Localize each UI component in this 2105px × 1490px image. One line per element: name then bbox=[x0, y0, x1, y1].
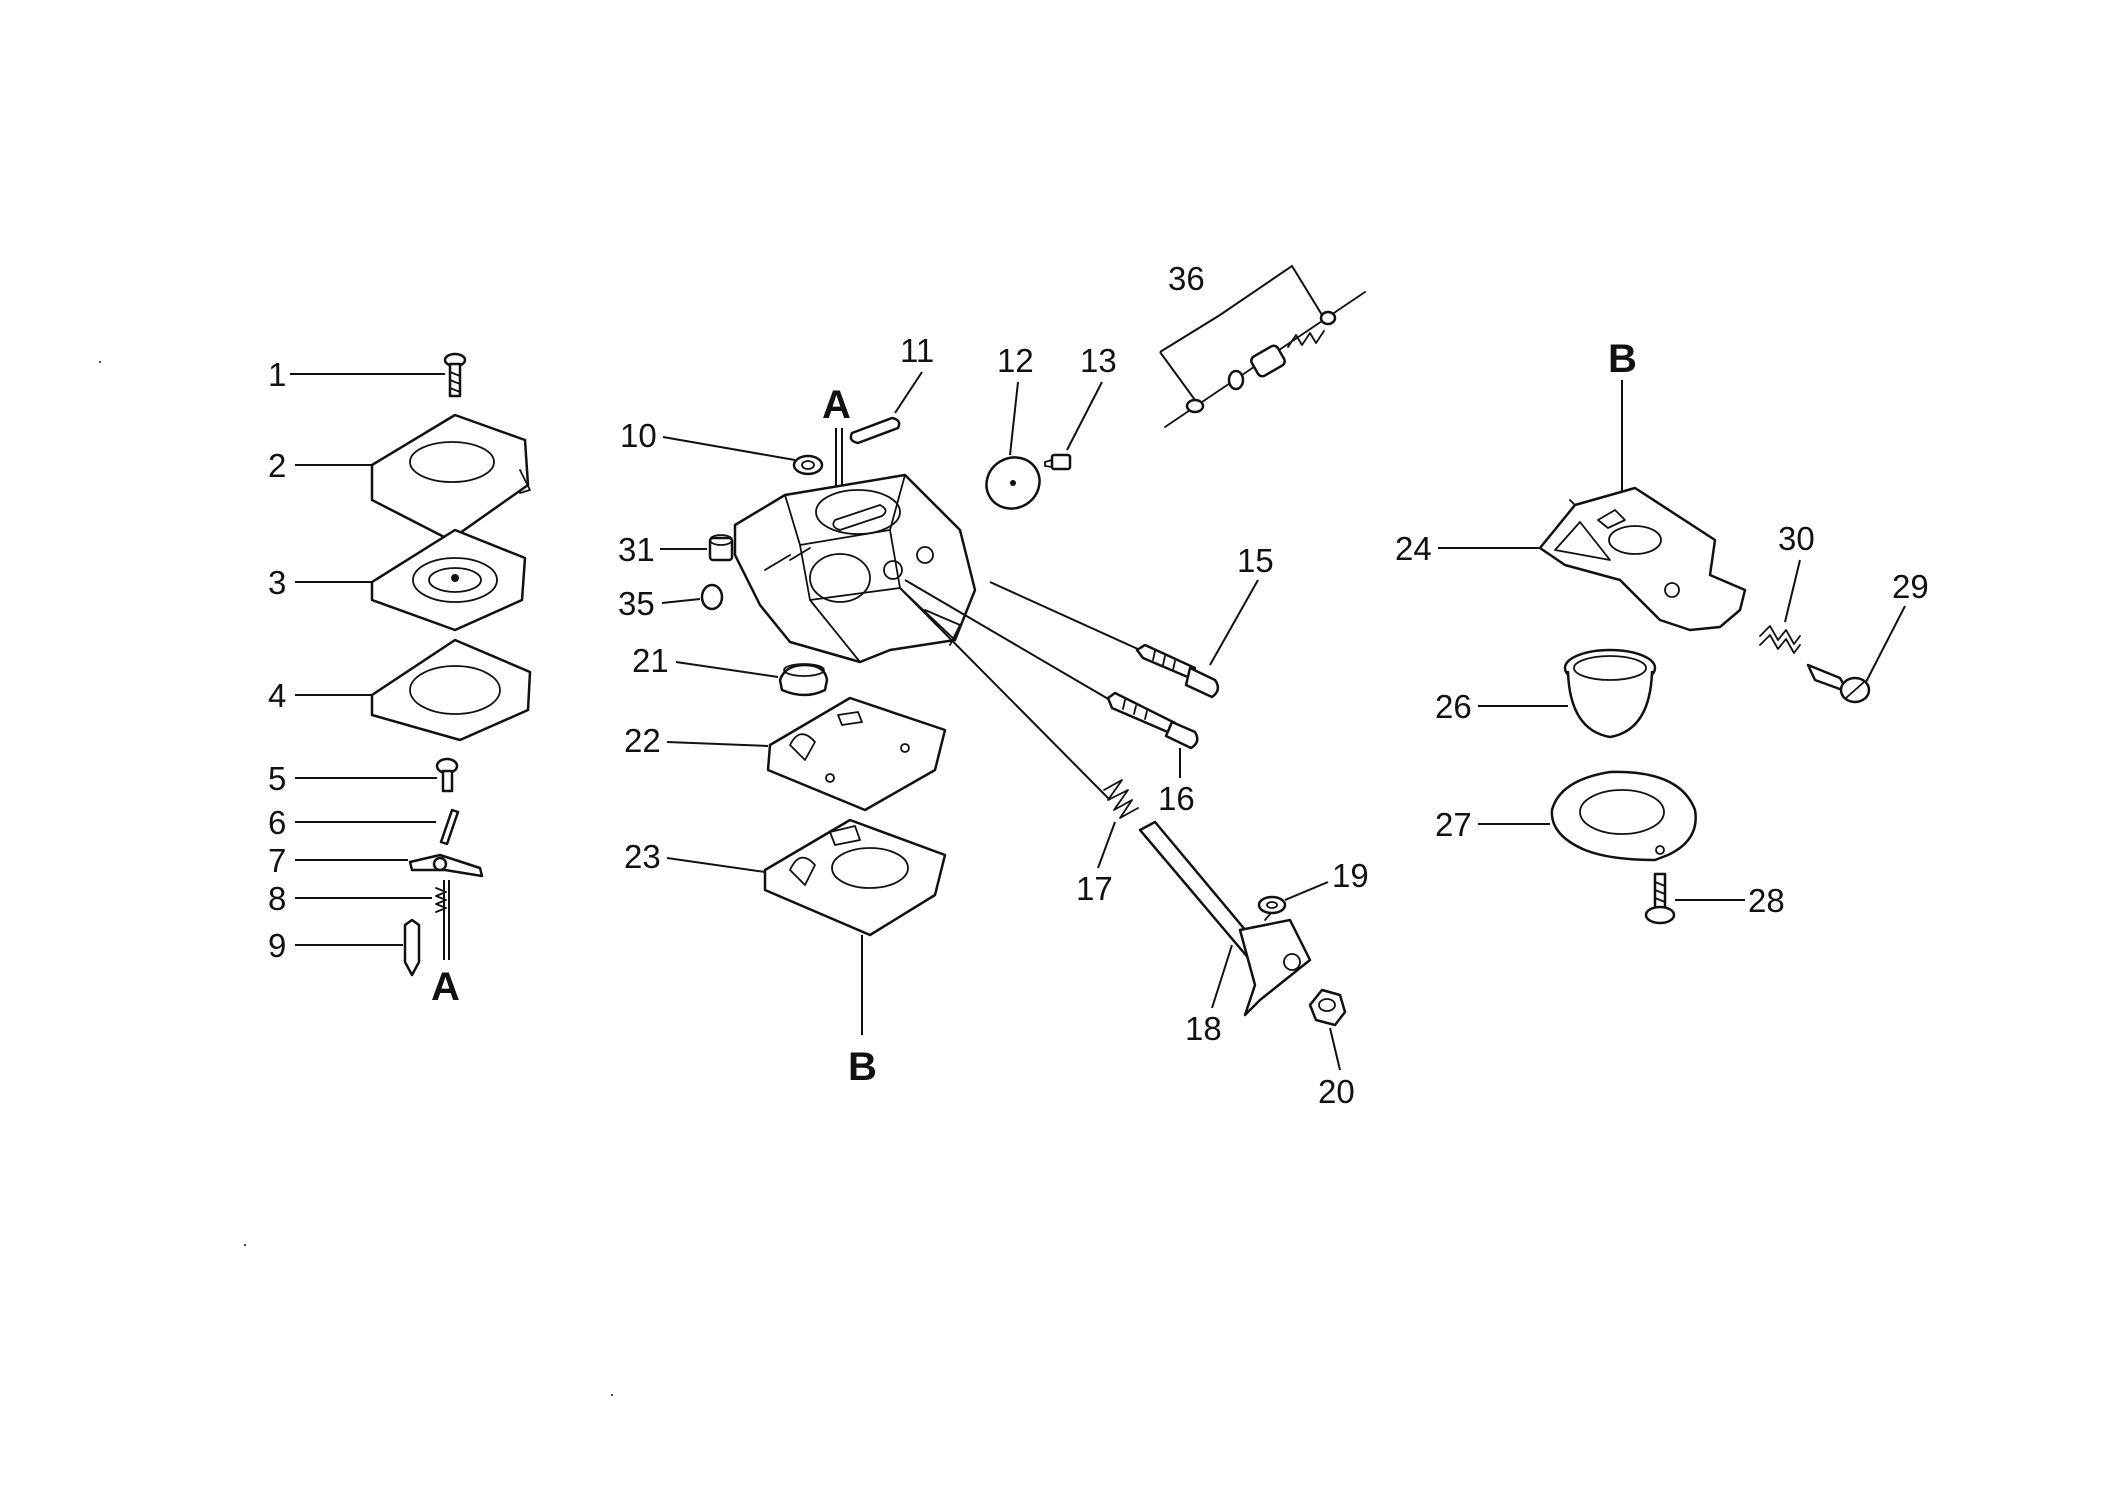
label-17: 17 bbox=[1076, 870, 1113, 907]
label-18: 18 bbox=[1185, 1010, 1222, 1047]
label-26: 26 bbox=[1435, 688, 1472, 725]
label-5: 5 bbox=[268, 760, 286, 797]
label-36: 36 bbox=[1168, 260, 1205, 297]
ref-mark-a-bottom: A bbox=[431, 965, 460, 1009]
label-19: 19 bbox=[1332, 857, 1369, 894]
label-9: 9 bbox=[268, 927, 286, 964]
leader-15-axis bbox=[989, 581, 1141, 651]
leader-16-axis bbox=[904, 579, 1111, 701]
part-11-pin bbox=[849, 416, 901, 445]
leader-36b bbox=[1159, 351, 1196, 401]
part-18-throttle-shaft bbox=[1138, 820, 1312, 1017]
part-9-inlet-needle bbox=[403, 918, 421, 977]
ref-mark-a-top: A bbox=[822, 383, 851, 427]
label-1: 1 bbox=[268, 356, 286, 393]
part-13-throttle-screw bbox=[1044, 453, 1072, 471]
label-13: 13 bbox=[1080, 342, 1117, 379]
part-24-pump-cover bbox=[1538, 486, 1747, 632]
leader-11 bbox=[894, 371, 923, 414]
label-30: 30 bbox=[1778, 520, 1815, 557]
label-29: 29 bbox=[1892, 568, 1929, 605]
ref-mark-b-top: B bbox=[1608, 337, 1637, 381]
leader-21 bbox=[675, 661, 779, 678]
leader-18 bbox=[1211, 944, 1233, 1009]
leader-17 bbox=[1097, 821, 1116, 869]
label-3: 3 bbox=[268, 564, 286, 601]
label-28: 28 bbox=[1748, 882, 1785, 919]
scan-specks bbox=[99, 361, 613, 1396]
label-35: 35 bbox=[618, 585, 655, 622]
leader-30 bbox=[1784, 559, 1801, 623]
part-3-pump-diaphragm bbox=[370, 528, 527, 632]
label-21: 21 bbox=[632, 642, 669, 679]
label-16: 16 bbox=[1158, 780, 1195, 817]
label-20: 20 bbox=[1318, 1073, 1355, 1110]
part-8-lever-spring bbox=[435, 887, 447, 913]
part-12-throttle-plate bbox=[985, 456, 1041, 510]
ref-mark-b-bottom: B bbox=[848, 1045, 877, 1089]
part-20-nut bbox=[1308, 988, 1347, 1027]
label-31: 31 bbox=[618, 531, 655, 568]
leader-12 bbox=[1009, 381, 1019, 456]
part-17-idle-spring bbox=[1103, 779, 1139, 819]
part-15-high-speed-needle bbox=[1135, 643, 1220, 699]
label-2: 2 bbox=[268, 447, 286, 484]
label-22: 22 bbox=[624, 722, 661, 759]
leader-23 bbox=[666, 857, 766, 873]
label-7: 7 bbox=[268, 842, 286, 879]
leader-29 bbox=[1865, 605, 1906, 683]
leader-22 bbox=[666, 741, 769, 747]
part-35-o-ring bbox=[700, 583, 724, 611]
label-15: 15 bbox=[1237, 542, 1274, 579]
part-1-screw bbox=[443, 352, 467, 398]
part-26-primer-bulb bbox=[1563, 648, 1657, 739]
part-7-metering-lever bbox=[408, 853, 484, 878]
part-6-lever-pin bbox=[439, 808, 460, 846]
part-36-shaft-kit bbox=[1164, 291, 1366, 428]
label-11: 11 bbox=[900, 332, 934, 369]
part-30-spring bbox=[1759, 625, 1801, 654]
leader-17-axis bbox=[899, 587, 1111, 801]
part-28-screw bbox=[1644, 872, 1676, 925]
part-29-screw bbox=[1806, 663, 1871, 704]
label-8: 8 bbox=[268, 880, 286, 917]
part-2-pump-cover bbox=[370, 413, 531, 542]
label-10: 10 bbox=[620, 417, 657, 454]
label-24: 24 bbox=[1395, 530, 1432, 567]
leader-36 bbox=[1159, 264, 1323, 353]
leader-15 bbox=[1209, 579, 1259, 666]
label-12: 12 bbox=[997, 342, 1034, 379]
part-16-low-speed-needle bbox=[1106, 691, 1199, 750]
leader-10 bbox=[662, 436, 796, 461]
part-carburetor-body bbox=[733, 473, 977, 664]
part-27-retainer-plate bbox=[1550, 770, 1697, 862]
part-5-screw bbox=[435, 757, 459, 793]
leader-20 bbox=[1329, 1027, 1341, 1071]
label-23: 23 bbox=[624, 838, 661, 875]
label-4: 4 bbox=[268, 677, 286, 714]
leader-13 bbox=[1066, 381, 1103, 451]
part-21-filter-screen bbox=[778, 663, 829, 697]
part-23-gasket bbox=[763, 818, 947, 937]
part-19-clip bbox=[1257, 895, 1287, 915]
label-27: 27 bbox=[1435, 806, 1472, 843]
part-10-circlip bbox=[792, 454, 824, 476]
part-31-nipple bbox=[708, 534, 734, 562]
part-22-metering-diaphragm bbox=[766, 696, 947, 812]
leader-35 bbox=[661, 598, 701, 604]
part-4-gasket bbox=[370, 638, 532, 742]
label-6: 6 bbox=[268, 804, 286, 841]
leader-19 bbox=[1284, 881, 1329, 901]
